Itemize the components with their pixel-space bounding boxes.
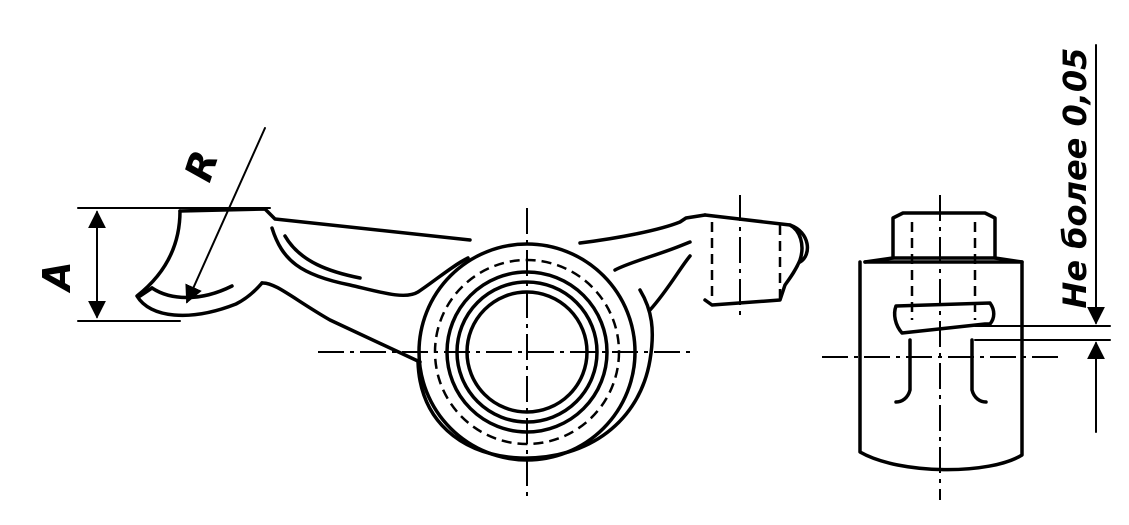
clearance-label: Не более 0,05 <box>1056 48 1094 309</box>
radius-label: R <box>176 145 227 186</box>
radius-r: R <box>176 127 266 304</box>
adjusting-screw-boss <box>703 213 810 307</box>
dimension-a-label: A <box>35 261 79 293</box>
rocker-arm-end-view <box>822 195 1060 500</box>
left-view-centerlines <box>318 195 741 500</box>
rocker-arm-side-view: A R <box>35 127 810 500</box>
clearance-dimension: Не более 0,05 <box>974 44 1111 433</box>
